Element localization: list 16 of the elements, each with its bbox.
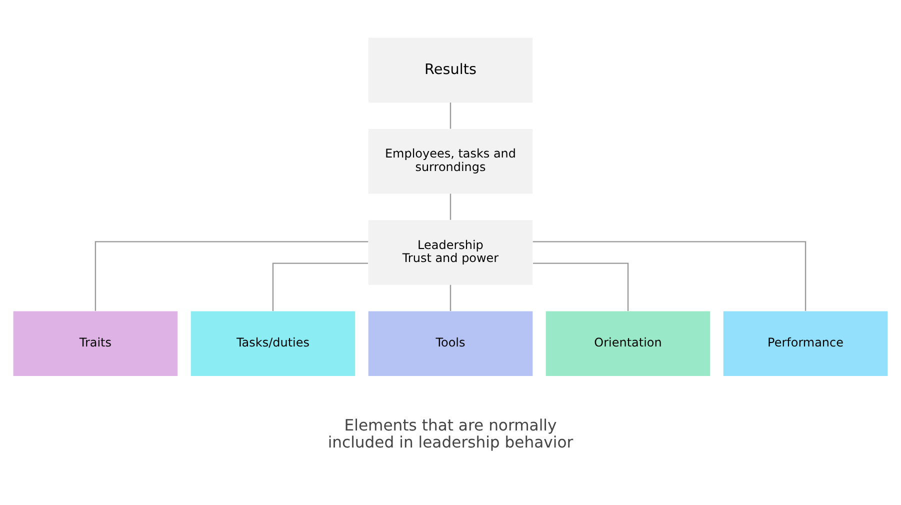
connector (450, 194, 452, 220)
connector (272, 262, 368, 311)
label: Elements that are normally included in leadership behavior (328, 416, 574, 452)
node-box: Tools (368, 311, 533, 376)
connector (450, 284, 452, 312)
node-box: Tasks/duties (190, 311, 356, 376)
connector (532, 241, 806, 311)
node-box: Orientation (546, 311, 710, 376)
node-box: Employees, tasks and surrondings (368, 128, 533, 194)
node-box: Performance (723, 311, 888, 376)
node-box: Results (368, 38, 533, 103)
node-box: Leadership Trust and power (368, 220, 533, 285)
connector (450, 102, 452, 129)
connector (533, 262, 629, 311)
node-box: Traits (13, 311, 178, 376)
connector (94, 241, 368, 311)
